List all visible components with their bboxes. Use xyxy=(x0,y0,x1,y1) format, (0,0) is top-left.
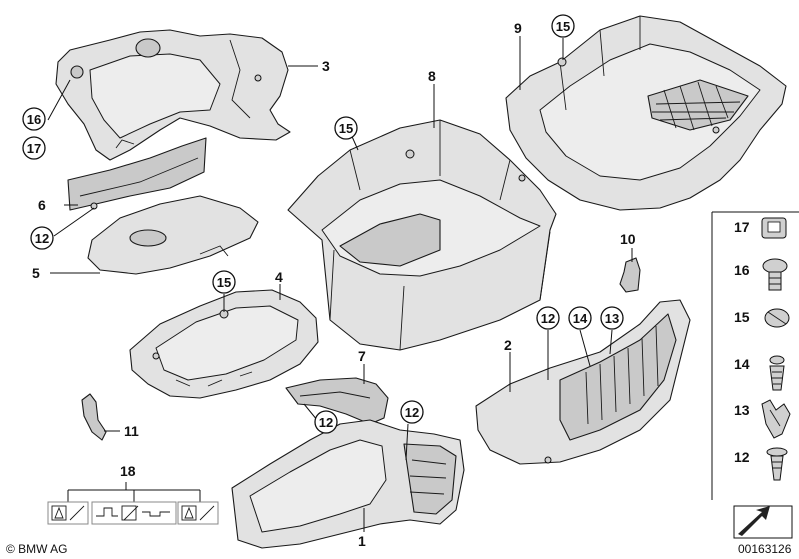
arrow-marker-icon xyxy=(733,505,793,539)
label-part-1: 1 xyxy=(358,533,366,549)
circled-callouts: 16 17 12 15 15 15 12 12 12 14 13 xyxy=(22,14,624,434)
label-part-9: 9 xyxy=(514,20,522,36)
part-11-clip[interactable] xyxy=(81,393,107,441)
part-10-bracket[interactable] xyxy=(619,257,641,293)
clip-13-icon xyxy=(761,399,791,439)
cargo-net-mesh xyxy=(647,79,749,131)
part-5-floor-mat[interactable] xyxy=(87,195,259,275)
rivet-12-icon xyxy=(766,447,788,481)
callout-12-right: 12 xyxy=(541,311,555,326)
fastener-legend: 17 16 15 14 13 12 xyxy=(711,211,799,539)
label-part-3: 3 xyxy=(322,58,330,74)
label-part-4: 4 xyxy=(275,269,283,285)
callout-14-right: 14 xyxy=(573,311,588,326)
label-part-2: 2 xyxy=(504,337,512,353)
legend-13: 13 xyxy=(734,402,750,418)
rivet-16-icon xyxy=(762,258,788,291)
part-1-channel[interactable] xyxy=(231,419,465,549)
callout-12-duct: 12 xyxy=(319,415,333,430)
clip-17-icon xyxy=(761,217,787,239)
callout-12-left: 12 xyxy=(35,231,49,246)
part-9-storage-box-mesh[interactable] xyxy=(505,15,787,211)
label-part-18: 18 xyxy=(120,463,136,479)
legend-12: 12 xyxy=(734,449,750,465)
part-3-trim-panel[interactable] xyxy=(55,29,291,161)
part-18-label-set[interactable] xyxy=(47,482,219,525)
label-part-7: 7 xyxy=(358,348,366,364)
callout-17: 17 xyxy=(27,141,41,156)
footer: © BMW AG 00163126 xyxy=(6,542,792,556)
warning-label-left xyxy=(47,501,89,525)
part-4-tray[interactable] xyxy=(129,289,319,399)
part-8-storage-box[interactable] xyxy=(287,119,557,351)
leader-lines xyxy=(47,36,633,532)
label-part-11: 11 xyxy=(124,423,139,439)
warning-label-center xyxy=(91,501,177,525)
warning-label-right xyxy=(177,501,219,525)
callout-13-right: 13 xyxy=(605,311,619,326)
pushpin-14-icon xyxy=(769,355,785,391)
copyright-text: © BMW AG xyxy=(6,542,68,556)
legend-15: 15 xyxy=(734,309,750,325)
callout-15-box: 15 xyxy=(556,19,570,34)
part-6-strip[interactable] xyxy=(67,137,207,211)
callout-15-tray: 15 xyxy=(217,275,231,290)
part-2-side-panel[interactable] xyxy=(475,299,691,465)
label-part-8: 8 xyxy=(428,68,436,84)
label-part-6: 6 xyxy=(38,197,46,213)
part-number-labels: 3 8 9 6 5 4 10 2 7 11 1 18 xyxy=(32,20,636,549)
legend-14: 14 xyxy=(734,356,750,372)
plug-15-icon xyxy=(764,308,790,328)
label-part-10: 10 xyxy=(620,231,636,247)
part-7-duct[interactable] xyxy=(285,377,389,425)
label-part-5: 5 xyxy=(32,265,40,281)
legend-16: 16 xyxy=(734,262,750,278)
callout-16: 16 xyxy=(27,112,41,127)
callout-15-mid: 15 xyxy=(339,121,353,136)
diagram-id: 00163126 xyxy=(738,542,792,556)
callout-12-bottom: 12 xyxy=(405,405,419,420)
legend-17: 17 xyxy=(734,219,750,235)
